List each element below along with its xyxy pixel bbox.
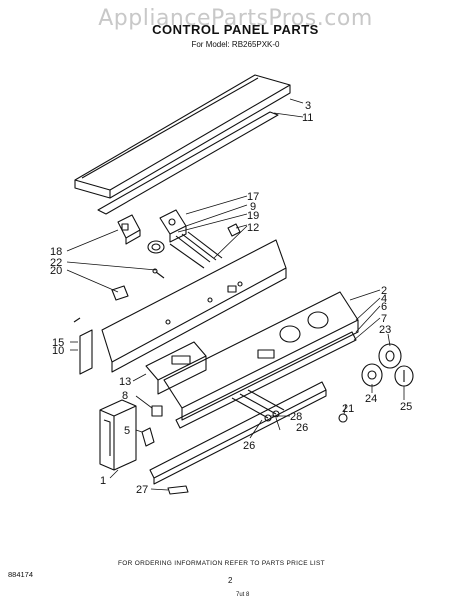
small-tab (167, 485, 189, 495)
callout-6: 6 (381, 301, 387, 313)
end-cap (141, 427, 155, 447)
end-housing (99, 399, 137, 471)
callout-13: 13 (119, 376, 131, 388)
model-subtitle: For Model: RB265PXK-0 (191, 40, 280, 49)
trim-strip (97, 111, 279, 215)
callout-24: 24 (365, 393, 377, 405)
callout-17: 17 (247, 191, 259, 203)
callout-11: 11 (302, 112, 313, 124)
callout-9: 9 (250, 201, 256, 213)
callout-21: 21 (342, 403, 354, 415)
rocker-switch (117, 214, 141, 245)
wire-bundle (169, 231, 223, 269)
bottom-trim (149, 381, 327, 485)
top-trim-channel (74, 74, 291, 199)
callout-26a: 26 (296, 422, 308, 434)
callout-7: 7 (381, 313, 387, 325)
callout-22: 22 (50, 257, 62, 269)
mounting-screw (152, 268, 165, 279)
callout-10: 10 (52, 345, 64, 357)
small-clip (227, 223, 241, 237)
callout-19: 19 (247, 210, 259, 222)
callout-26b: 26 (243, 440, 255, 452)
panel-trim-lower (175, 331, 357, 429)
small-block (151, 405, 163, 417)
burner-knob (378, 343, 402, 369)
page-number: 2 (228, 576, 233, 585)
callout-15: 15 (52, 337, 64, 349)
callout-18: 18 (50, 246, 62, 258)
callout-25: 25 (400, 401, 412, 413)
callout-4: 4 (381, 293, 387, 305)
diagram-id: 884174 (8, 570, 34, 579)
clock-timer (145, 341, 207, 395)
callout-1: 1 (100, 475, 106, 487)
page-mark: 7ut 8 (236, 592, 250, 598)
control-panel (163, 291, 359, 421)
callout-5: 5 (124, 425, 130, 437)
callout-12: 12 (247, 222, 259, 234)
knob-bezel (361, 363, 383, 387)
callout-2: 2 (381, 285, 387, 297)
callout-8: 8 (122, 390, 128, 402)
callout-3: 3 (305, 100, 311, 112)
selector-switch (159, 209, 187, 243)
watermark: AppliancePartsPros.com (98, 6, 373, 31)
callout-27: 27 (136, 484, 148, 496)
ordering-info-note: FOR ORDERING INFORMATION REFER TO PARTS … (118, 560, 325, 567)
callout-28: 28 (290, 411, 302, 423)
callout-20: 20 (50, 265, 62, 277)
switch-knob (147, 240, 165, 254)
page-title: CONTROL PANEL PARTS (152, 22, 319, 37)
control-knob (394, 365, 414, 387)
control-bracket (101, 239, 287, 373)
side-bracket (73, 317, 93, 375)
callout-23: 23 (379, 324, 391, 336)
knob-spring (338, 413, 348, 423)
leader-lines (66, 98, 405, 491)
retainer-clip (111, 285, 129, 301)
